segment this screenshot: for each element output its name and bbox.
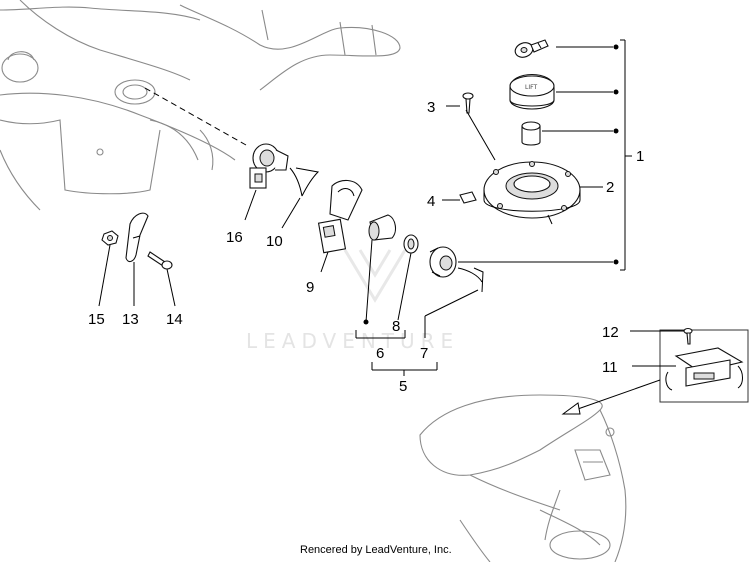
watermark-logo: LEADVENTURE [246,249,459,353]
lock-cylinder-6 [368,214,397,241]
screw-14 [147,251,173,270]
screw-12 [683,327,693,345]
seat-pointer-line [574,379,661,411]
clip-nut-4 [459,191,477,204]
label-13: 13 [122,311,139,328]
switch-bracket-9 [317,179,363,254]
label-3: 3 [427,99,435,116]
seat-pointer-arrowhead [561,402,581,415]
label-10: 10 [266,233,283,250]
label-1: 1 [636,148,644,165]
fuel-cap: LIFT [509,74,555,110]
bullet-dots [363,44,619,325]
ignition-switch-16 [249,143,289,189]
key [514,39,549,58]
lock-assembly-7 [429,246,484,293]
callout-labels: 1 2 3 4 5 6 7 8 9 10 11 12 13 14 15 16 [88,99,644,395]
label-11: 11 [602,359,618,376]
retaining-clip-10 [289,167,320,197]
label-9: 9 [306,279,314,296]
leader-lines [98,39,684,376]
washer-8-hole [407,238,415,250]
label-2: 2 [606,179,614,196]
label-12: 12 [602,324,619,341]
label-14: 14 [166,311,183,328]
handlebar-background [0,0,401,211]
screw-3 [462,92,474,114]
fuel-lock-ring-2 [483,161,581,225]
label-5: 5 [399,378,407,395]
label-6: 6 [376,345,384,362]
label-7: 7 [420,345,428,362]
watermark-text: LEADVENTURE [246,329,459,353]
label-16: 16 [226,229,243,246]
nut-15 [101,230,119,246]
label-8: 8 [392,318,400,335]
lever-13 [125,212,149,263]
projection-line [144,87,247,146]
label-15: 15 [88,311,105,328]
cap-lift-text: LIFT [525,84,537,91]
label-4: 4 [427,193,435,210]
cap-insert [521,121,541,146]
seat-background [419,394,627,562]
footer-credit: Rencered by LeadVenture, Inc. [300,544,452,556]
